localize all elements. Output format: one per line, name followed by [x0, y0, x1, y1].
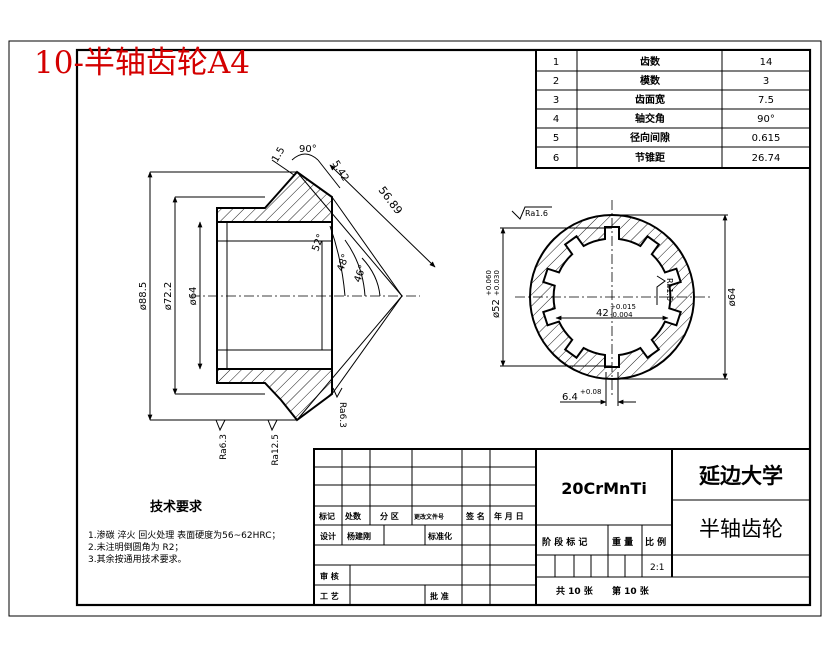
rev-label: 签 名 [465, 511, 485, 521]
param-value: 7.5 [758, 95, 774, 106]
rev-label: 分 区 [380, 511, 399, 521]
param-value: 3 [763, 76, 769, 87]
rough-r125: Ra12.5 [271, 434, 281, 466]
university: 延边大学 [698, 464, 783, 488]
dim-42: 42 [596, 308, 609, 319]
param-value: 14 [760, 57, 773, 68]
param-name: 齿面宽 [635, 93, 665, 106]
outer-frame [8, 40, 822, 617]
rough-ra16-top: Ra1.6 [525, 209, 548, 218]
tech-req-item: 3.其余按通用技术要求。 [88, 553, 187, 565]
stage-label: 阶 段 标 记 [542, 536, 587, 548]
param-name: 模数 [640, 74, 661, 87]
review-label: 审 核 [320, 571, 339, 581]
dim-key-width: 6.4 [562, 392, 578, 403]
dim-outer-dia: ø64 [727, 288, 738, 307]
dim-inner-tol-low: +0.030 [493, 270, 501, 296]
rough-ra16-right: Ra1.6 [665, 278, 674, 301]
rough-bottom: Ra6.3 [219, 434, 229, 460]
approve-label: 批 准 [430, 591, 449, 601]
dim-cone-distance: 56.89 [376, 184, 405, 217]
param-value: 90° [757, 114, 775, 125]
roughness-symbol [267, 419, 278, 432]
dim-42-tol-low: -0.004 [610, 311, 633, 319]
param-no: 4 [553, 114, 559, 125]
dim-key-tol: +0.08 [580, 388, 601, 396]
dim-dia-64: ø64 [188, 287, 199, 306]
param-no: 2 [553, 76, 559, 87]
roughness-symbol [656, 275, 666, 305]
drawing-title: 10-半轴齿轮A4 [34, 45, 250, 81]
dim-dia-88: ø88.5 [138, 282, 149, 310]
rev-label: 处数 [344, 511, 362, 521]
dim-dia-72: ø72.2 [163, 282, 174, 310]
rev-label: 年 月 日 [494, 511, 524, 521]
part-name: 半轴齿轮 [699, 517, 783, 541]
tech-req-item: 2.未注明倒圆角为 R2； [88, 541, 183, 553]
params-table: 1 齿数 14 2 模数 3 3 齿面宽 7.5 4 轴交角 90° 5 径向间… [535, 49, 811, 169]
gear-section-view: ø88.5 ø72.2 ø64 1.5 90° 5.42 56.89 52° 4… [138, 144, 436, 466]
roughness-symbol [215, 419, 226, 432]
scale-label: 比 例 [645, 536, 666, 548]
param-value: 0.615 [752, 133, 781, 144]
section-lower [216, 368, 333, 422]
rev-label: 更改文件号 [414, 513, 444, 521]
roughness-symbol [332, 387, 343, 399]
designer-name: 杨建刚 [347, 531, 371, 541]
param-no: 5 [553, 133, 559, 144]
standardize-label: 标准化 [427, 531, 452, 541]
design-label: 设计 [320, 531, 336, 541]
dim-angle-48: 48° [335, 253, 351, 273]
process-label: 工 艺 [320, 591, 339, 601]
tech-req-heading: 技术要求 [150, 499, 203, 515]
param-name: 节锥距 [635, 151, 665, 164]
param-value: 26.74 [752, 153, 781, 164]
spline-end-view: ø64 ø52 +0.060 +0.030 42 +0.015 -0.004 6… [485, 200, 738, 406]
weight-label: 重 量 [612, 536, 633, 548]
rev-label: 标记 [318, 511, 335, 521]
scale-value: 2:1 [650, 563, 664, 573]
tech-req-item: 1.渗碳 淬火 回火处理 表面硬度为56~62HRC； [88, 529, 280, 541]
title-block: 标记 处数 分 区 更改文件号 签 名 年 月 日 设计 杨建刚 标准化 审 核… [313, 448, 811, 606]
sheet-number: 第 10 张 [612, 585, 650, 597]
dim-angle-46: 46° [352, 264, 368, 284]
sheet-count: 共 10 张 [556, 585, 594, 597]
param-no: 3 [553, 95, 559, 106]
param-name: 轴交角 [635, 112, 665, 125]
dim-angle-90: 90° [299, 144, 317, 155]
param-name: 齿数 [640, 55, 661, 68]
dim-42-tol-up: +0.015 [610, 303, 636, 311]
rough-right: Ra6.3 [337, 402, 347, 428]
param-no: 6 [553, 153, 559, 164]
dim-tooth-depth: 5.42 [329, 159, 350, 184]
roughness-symbol [511, 206, 552, 220]
dim-inner-tol-up: +0.060 [485, 270, 493, 296]
param-name: 径向间隙 [630, 131, 670, 144]
dim-angle-52: 52° [310, 233, 326, 253]
dim-inner-dia: ø52 [491, 299, 502, 318]
tech-requirements: 技术要求 1.渗碳 淬火 回火处理 表面硬度为56~62HRC； 2.未注明倒圆… [88, 499, 280, 565]
section-upper [216, 170, 333, 223]
param-no: 1 [553, 57, 559, 68]
dim-chamfer: 1.5 [270, 145, 287, 164]
material: 20CrMnTi [561, 479, 647, 498]
